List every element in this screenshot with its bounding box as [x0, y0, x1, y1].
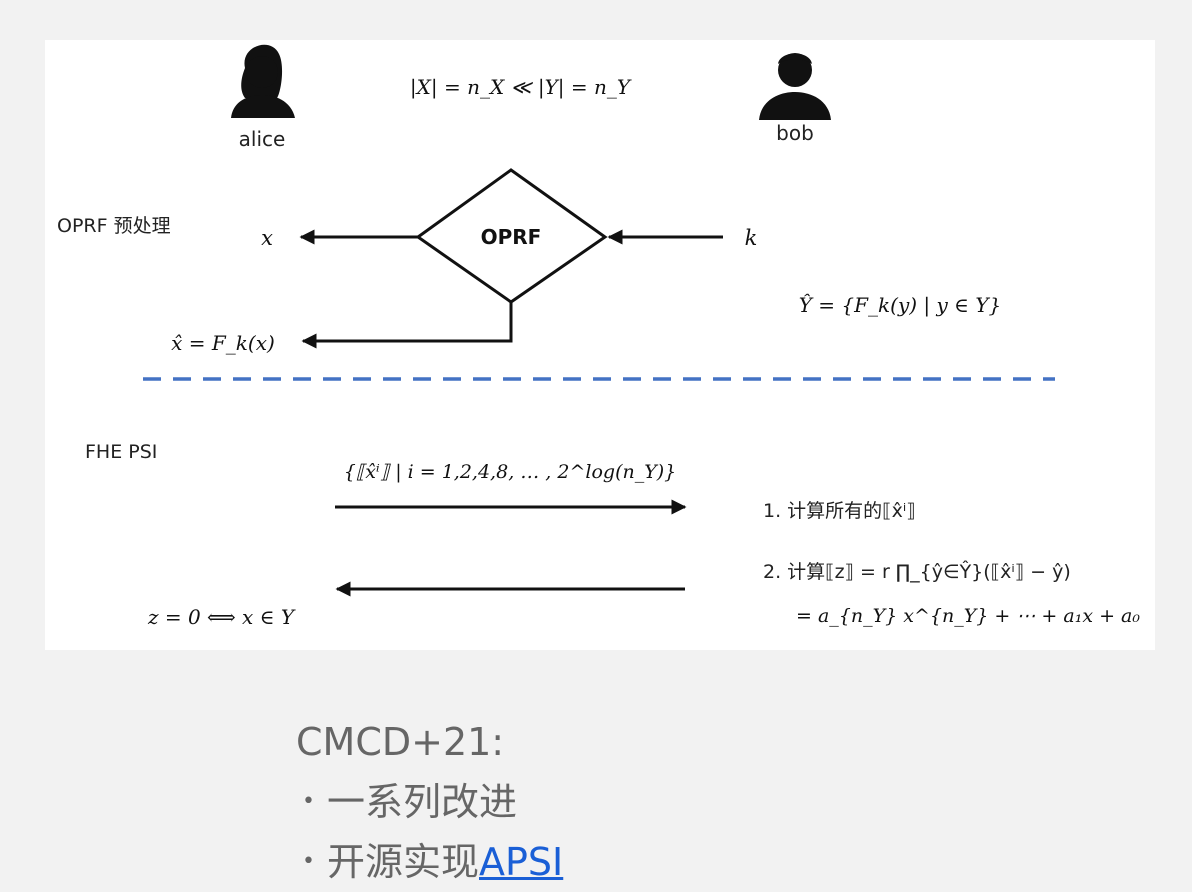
bob-label: bob — [776, 121, 814, 145]
encrypted-powers-message: {⟦x̂ⁱ⟧ | i = 1,2,4,8, … , 2^log(n_Y)} — [344, 461, 677, 483]
alice-label: alice — [239, 127, 286, 151]
fhe-section-label: FHE PSI — [85, 441, 157, 463]
oprf-section-label: OPRF 预处理 — [57, 215, 171, 237]
bullet-improvements-text: 一系列改进 — [326, 780, 517, 824]
bob-key-label: k — [745, 226, 758, 250]
protocol-diagram: alice bob |X| = n_X ≪ |Y| = n_Y OPRF 预处理… — [57, 44, 1140, 629]
oprf-box-label: OPRF — [481, 225, 542, 249]
bullet-dot-icon: • — [302, 789, 315, 814]
oprf-result-arrow — [301, 302, 513, 349]
step2-polynomial: = a_{n_Y} x^{n_Y} + ⋯ + a₁x + a₀ — [796, 605, 1140, 627]
bob-person-icon — [759, 53, 831, 120]
alice-person-icon — [231, 44, 295, 118]
diagram-panel: alice bob |X| = n_X ≪ |Y| = n_Y OPRF 预处理… — [45, 40, 1155, 650]
step1-text: 1. 计算所有的⟦x̂ⁱ⟧ — [763, 500, 916, 522]
set-size-relation: |X| = n_X ≪ |Y| = n_Y — [410, 75, 632, 100]
apsi-link[interactable]: APSI — [479, 840, 564, 884]
intersection-condition: z = 0 ⟺ x ∈ Y — [147, 605, 296, 629]
summary-heading: CMCD+21: — [296, 720, 505, 764]
step2-text: 2. 计算⟦z⟧ = r ∏_{ŷ∈Ŷ}(⟦x̂ⁱ⟧ − ŷ) — [763, 559, 1071, 583]
bullet-open-source-text: 开源实现 — [326, 840, 479, 884]
bullet-dot-icon: • — [302, 849, 315, 874]
bullet-improvements: • 一系列改进 — [296, 772, 563, 832]
alice-x-label: x — [261, 226, 273, 250]
alice-prf-result: x̂ = F_k(x) — [171, 331, 275, 355]
bob-prf-set: Ŷ = {F_k(y) | y ∈ Y} — [799, 293, 1002, 318]
